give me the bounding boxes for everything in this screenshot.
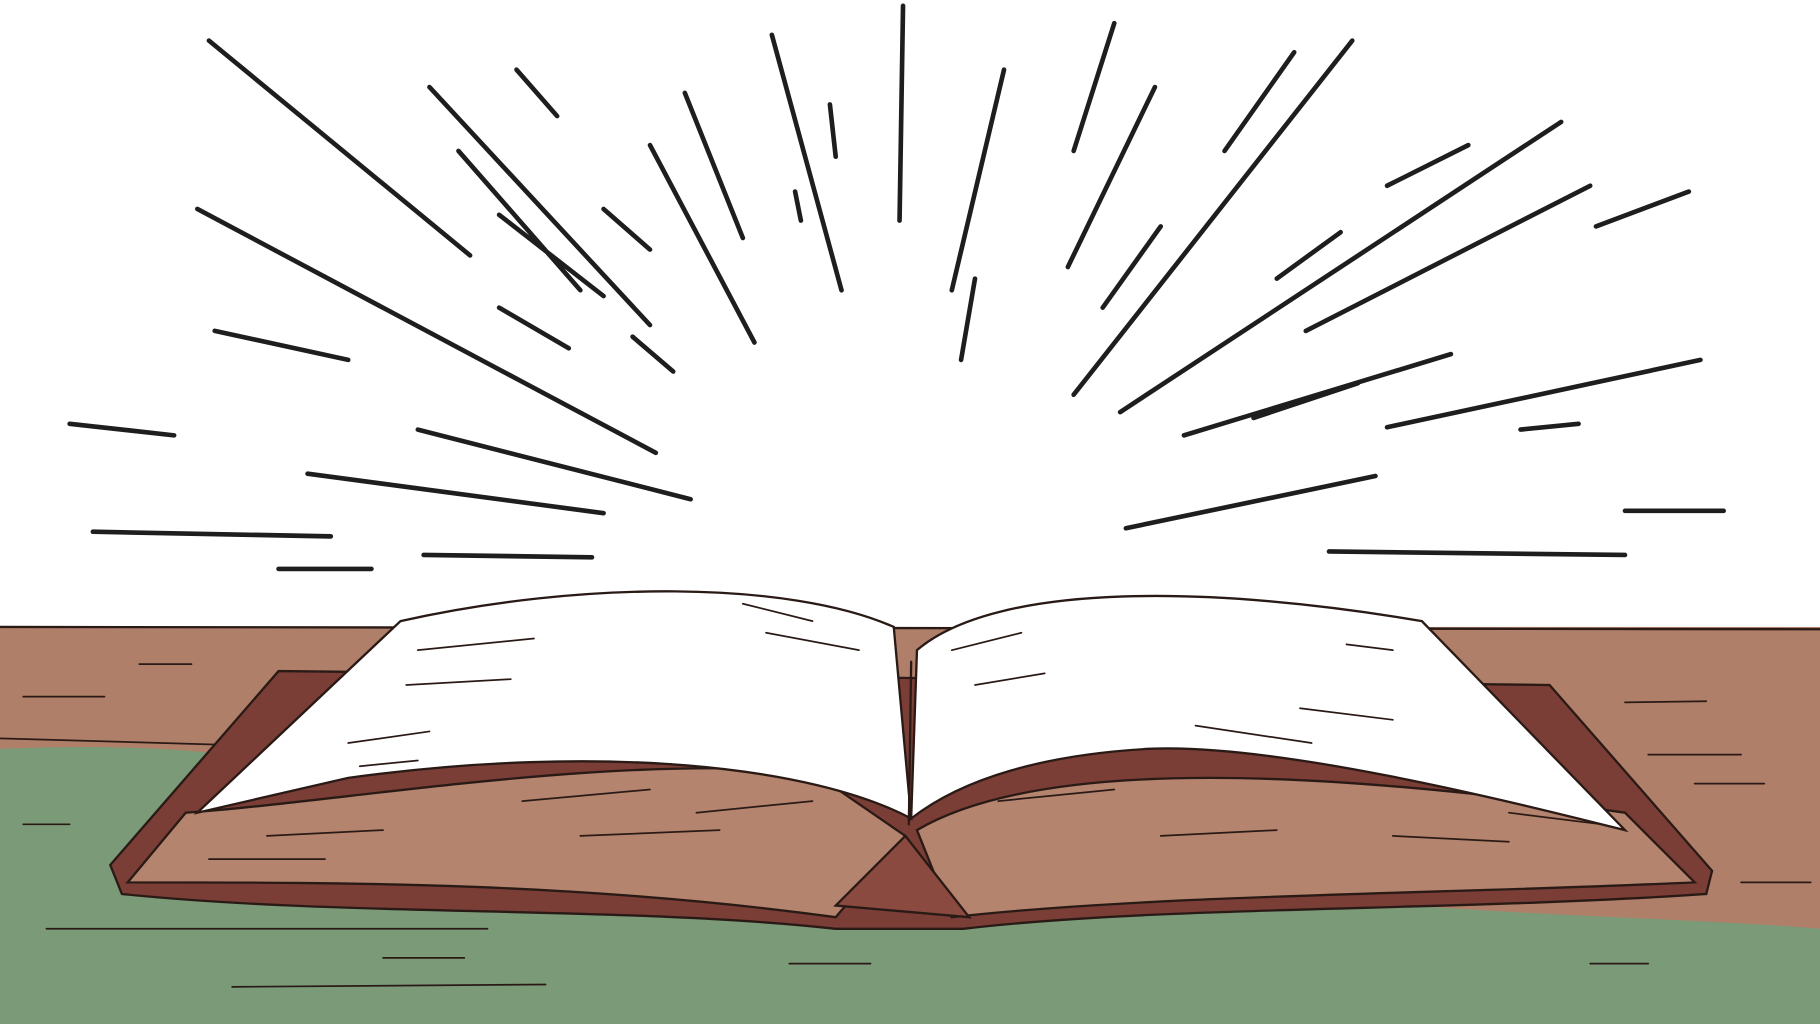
book — [108, 590, 1714, 930]
right-page — [909, 594, 1629, 833]
left-page-edges — [125, 767, 908, 919]
left-page — [193, 590, 913, 821]
spine-bottom — [833, 834, 972, 919]
light-rays — [67, 3, 1726, 572]
table-green-surface — [0, 746, 1820, 1024]
right-page-edges — [915, 776, 1698, 919]
